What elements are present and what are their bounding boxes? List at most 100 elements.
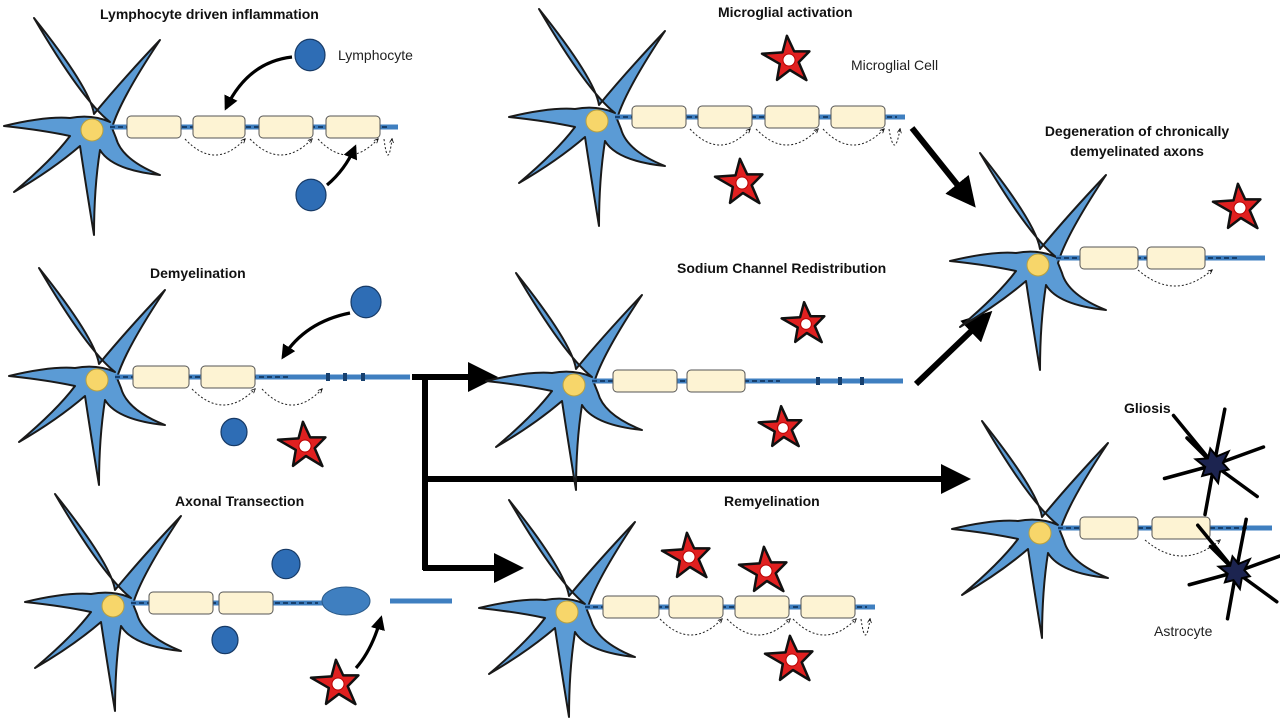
saltatory-arc xyxy=(755,129,818,146)
panel-title-axonal-transection: Axonal Transection xyxy=(175,493,304,509)
diagram-figures xyxy=(3,8,1280,718)
myelin-segment xyxy=(258,115,314,139)
myelin-segment xyxy=(734,595,790,619)
panel-title-gliosis: Gliosis xyxy=(1124,400,1171,416)
neuron-icon xyxy=(949,152,1107,371)
axon xyxy=(592,369,903,393)
axon xyxy=(115,365,410,406)
arrow-microglia-to-degeneration xyxy=(909,126,976,208)
saltatory-arc xyxy=(860,619,870,636)
panel-title-lymphocyte-inflammation: Lymphocyte driven inflammation xyxy=(100,6,319,22)
nucleus xyxy=(562,373,586,397)
saltatory-arc xyxy=(792,619,856,636)
microglial-cell-icon xyxy=(276,420,327,468)
nucleus xyxy=(1028,521,1052,545)
panel-title-degeneration-line2: demyelinated axons xyxy=(1070,143,1204,159)
saltatory-arc xyxy=(1137,270,1212,287)
saltatory-arc xyxy=(261,389,322,406)
myelin-segment xyxy=(1079,516,1139,540)
lymphocyte-icon xyxy=(220,417,248,447)
microglial-cell-icon xyxy=(763,634,814,682)
flow-arrows xyxy=(412,126,993,583)
myelin-segment xyxy=(830,105,886,129)
microglial-cell-label: Microglial Cell xyxy=(851,57,938,73)
microglial-cell-icon xyxy=(713,157,764,205)
saltatory-arc xyxy=(191,389,255,406)
astrocyte-label: Astrocyte xyxy=(1154,623,1213,639)
saltatory-arc xyxy=(689,129,750,146)
panel-title-sodium-channel-redistribution: Sodium Channel Redistribution xyxy=(677,260,886,276)
myelin-segment xyxy=(668,595,724,619)
microglial-cell-icon xyxy=(1211,182,1262,230)
microglial-cell-icon xyxy=(737,545,788,593)
myelin-segment xyxy=(631,105,687,129)
astrocyte-icon xyxy=(1187,517,1280,621)
saltatory-arc xyxy=(184,139,245,156)
neuron-icon xyxy=(951,420,1109,639)
saltatory-arc xyxy=(383,139,392,156)
lymphocyte-label: Lymphocyte xyxy=(338,47,413,63)
curved-arrow xyxy=(354,615,385,670)
myelin-segment xyxy=(1151,516,1211,540)
myelin-segment xyxy=(192,115,246,139)
myelin-segment xyxy=(602,595,660,619)
curved-arrow xyxy=(224,55,293,111)
nucleus xyxy=(85,368,109,392)
astrocyte-icon xyxy=(1162,407,1266,517)
axon xyxy=(585,595,875,636)
myelin-segment xyxy=(200,365,256,389)
saltatory-arc xyxy=(317,139,378,156)
neuron-icon xyxy=(485,272,643,491)
lymphocyte-icon xyxy=(271,548,301,580)
neuron-icon xyxy=(8,267,166,486)
sodium-channel xyxy=(326,373,330,381)
neuron-icon xyxy=(478,499,636,718)
myelin-segment xyxy=(612,369,678,393)
myelin-segment xyxy=(218,591,274,615)
neuron-icon xyxy=(508,8,666,227)
axon xyxy=(1056,246,1265,287)
lymphocyte-icon xyxy=(350,285,382,319)
lymphocyte-icon xyxy=(211,625,239,655)
panel-title-remyelination: Remyelination xyxy=(724,493,820,509)
lymphocyte-icon xyxy=(294,38,326,72)
saltatory-arc xyxy=(1144,540,1220,557)
myelin-segment xyxy=(764,105,820,129)
saltatory-arc xyxy=(822,129,884,146)
arrow-demyelination-branch xyxy=(412,374,428,570)
nucleus xyxy=(80,118,104,142)
lymphocyte-icon xyxy=(295,178,327,212)
myelin-segment xyxy=(325,115,381,139)
myelin-segment xyxy=(686,369,746,393)
panel-title-demyelination: Demyelination xyxy=(150,265,246,281)
nucleus xyxy=(585,109,609,133)
axon xyxy=(1058,516,1272,557)
transected-axon-bulb xyxy=(321,586,371,616)
myelin-segment xyxy=(800,595,856,619)
neuron-icon xyxy=(24,493,182,712)
saltatory-arc xyxy=(249,139,312,156)
curved-arrow xyxy=(325,144,358,187)
curved-arrow xyxy=(281,311,351,360)
axon xyxy=(131,591,330,615)
myelin-segment xyxy=(132,365,190,389)
myelin-segment xyxy=(126,115,182,139)
axon xyxy=(110,115,398,156)
microglial-cell-icon xyxy=(660,531,711,579)
microglial-cell-icon xyxy=(780,300,826,344)
nucleus xyxy=(555,600,579,624)
myelin-segment xyxy=(148,591,214,615)
nucleus xyxy=(101,594,125,618)
panel-title-microglial-activation: Microglial activation xyxy=(718,4,853,20)
sodium-channel xyxy=(361,373,365,381)
neuron-icon xyxy=(3,17,161,236)
saltatory-arc xyxy=(659,619,722,636)
myelin-segment xyxy=(1079,246,1139,270)
microglial-cell-icon xyxy=(757,404,803,448)
sodium-channel xyxy=(816,377,820,385)
sodium-channel xyxy=(343,373,347,381)
myelin-segment xyxy=(1146,246,1206,270)
saltatory-arc xyxy=(726,619,790,636)
arrow-sodium-to-degeneration xyxy=(913,310,993,387)
